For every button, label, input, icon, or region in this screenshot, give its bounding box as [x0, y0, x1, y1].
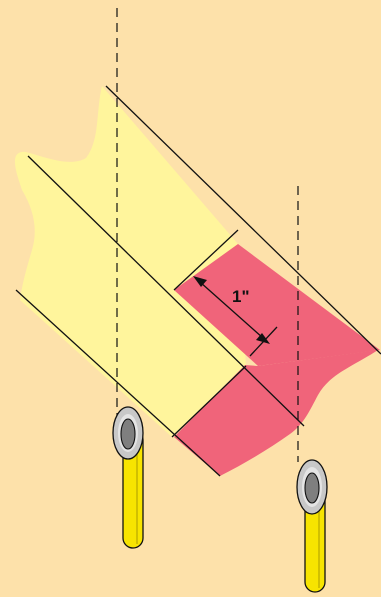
arrowhead-top — [193, 276, 207, 287]
yellow-fabric-strip — [14, 86, 246, 437]
arrowhead-bottom — [256, 333, 270, 344]
cross-cut-upper — [173, 229, 239, 291]
rotary-cutter-icon — [112, 406, 144, 549]
strip-edge-top — [105, 85, 381, 355]
measurement-arrow — [193, 276, 270, 344]
cross-cut-lower — [171, 365, 247, 438]
fabric-outline — [15, 85, 381, 477]
pink-fabric-piece-upper — [174, 244, 380, 366]
guide-lines — [116, 8, 299, 462]
rotary-cutter-icon — [296, 459, 328, 593]
pink-fabric-piece-lower — [174, 350, 378, 476]
strip-edge-bottom — [15, 289, 221, 477]
strip-cut-line — [27, 155, 305, 427]
measurement-label: 1" — [232, 287, 250, 306]
